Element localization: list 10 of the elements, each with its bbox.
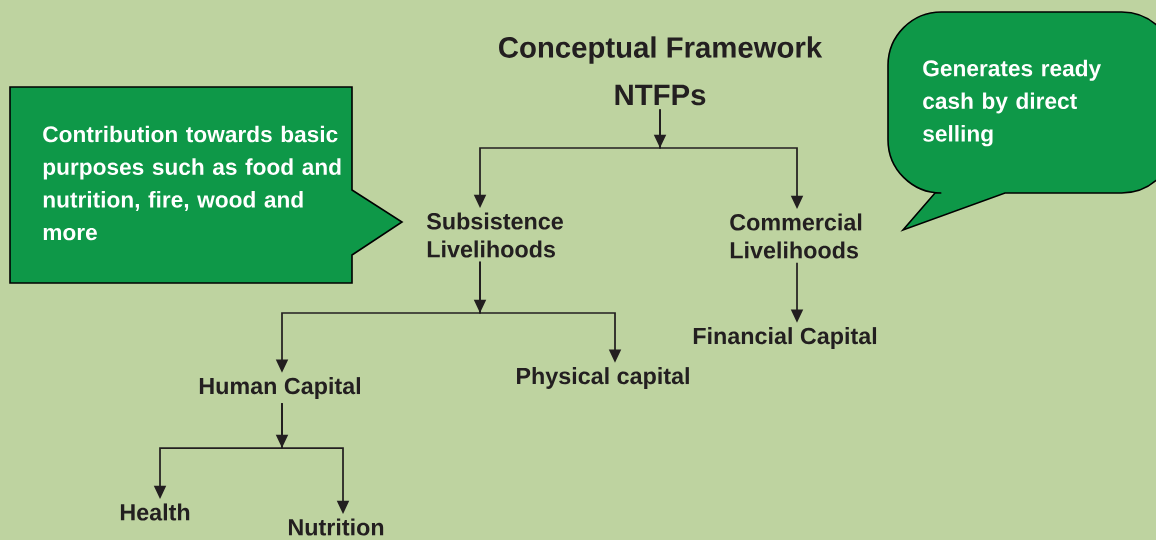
node-label: Financial Capital — [693, 327, 877, 349]
node-label: Physical capital — [517, 367, 689, 389]
node-label: Subsistence Livelihoods — [426, 212, 563, 258]
callout-bubble: Generates ready cash by direct selling — [887, 11, 1156, 231]
node-label: Human Capital — [199, 377, 360, 399]
node-label: Nutrition — [289, 518, 384, 536]
title: Conceptual Framework — [499, 36, 823, 64]
node-label: Commercial Livelihoods — [730, 213, 862, 259]
node-label: Health — [120, 503, 190, 521]
node-label: NTFPs — [615, 84, 706, 106]
